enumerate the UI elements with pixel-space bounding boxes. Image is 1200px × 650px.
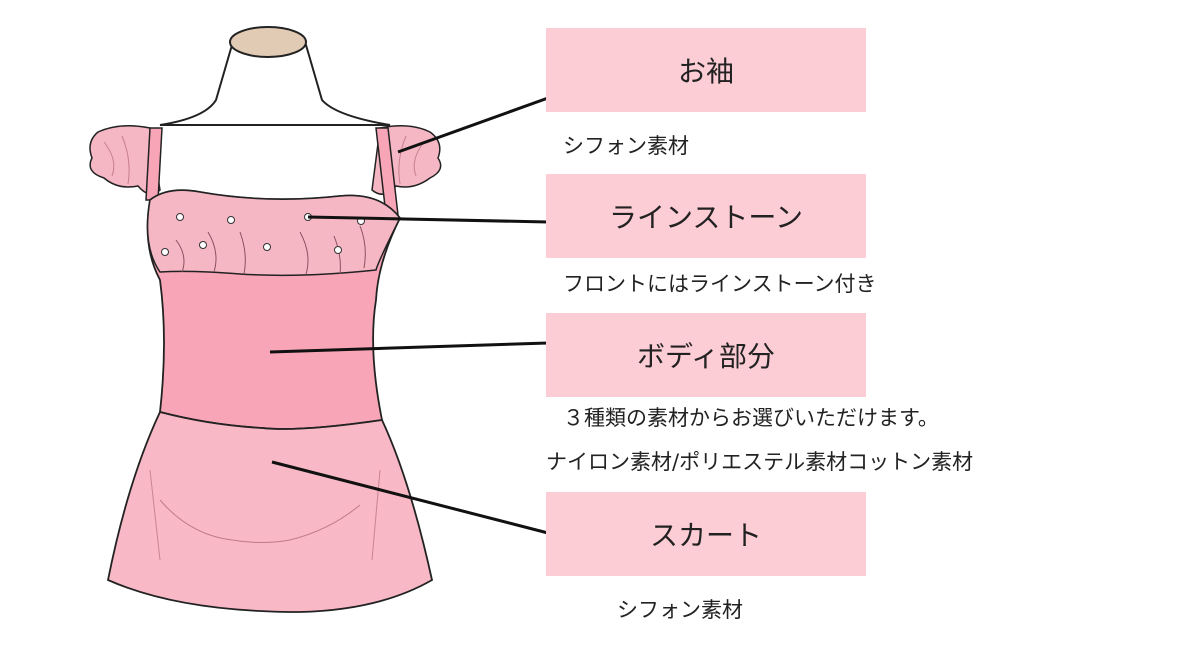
desc-rhinestone: フロントにはラインストーン付き <box>563 272 877 296</box>
leader-line-skirt <box>271 460 549 535</box>
label-skirt: スカート <box>546 492 866 576</box>
leader-line-body <box>269 341 549 354</box>
rhinestones <box>161 213 365 256</box>
skirt <box>106 410 434 613</box>
left-sleeve <box>89 125 161 195</box>
desc-body-line2: ナイロン素材/ポリエステル素材コットン素材 <box>546 450 974 474</box>
desc-skirt: シフォン素材 <box>617 598 743 622</box>
leader-line-sleeve <box>397 96 549 154</box>
mannequin-neck <box>159 44 391 126</box>
bust-gather <box>146 189 401 277</box>
desc-body-line1: ３種類の素材からお選びいただけます。 <box>563 406 939 430</box>
leader-line-rhinestone <box>307 215 549 224</box>
label-body: ボディ部分 <box>546 313 866 397</box>
label-sleeve: お袖 <box>546 28 866 112</box>
desc-sleeve: シフォン素材 <box>563 134 689 158</box>
mannequin-cap <box>229 26 307 58</box>
label-rhinestone: ラインストーン <box>546 174 866 258</box>
